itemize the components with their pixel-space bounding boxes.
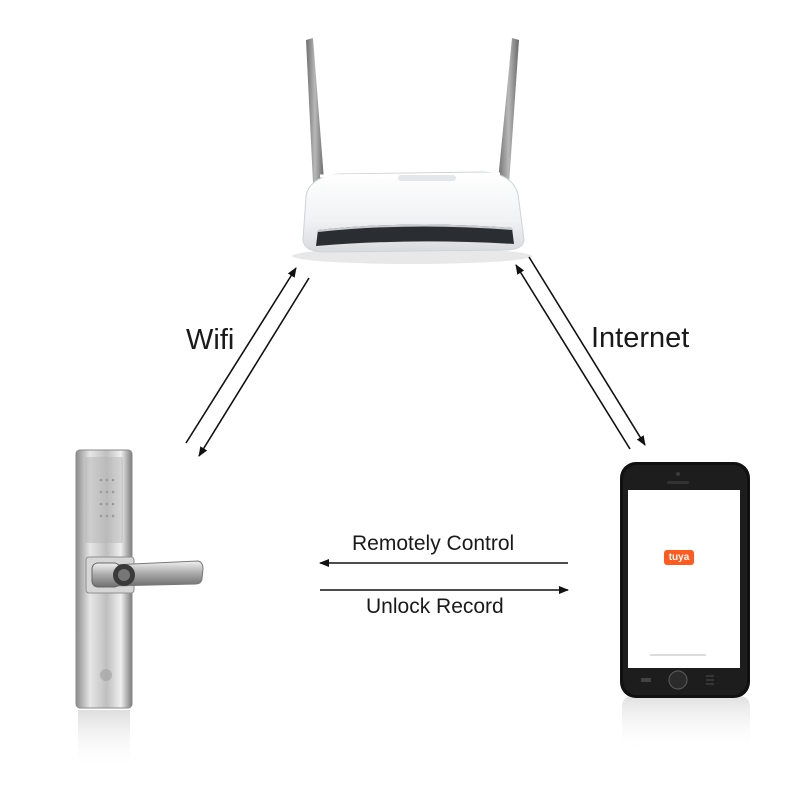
wifi-arrow-up xyxy=(185,267,297,444)
wifi-label: Wifi xyxy=(186,324,235,356)
wifi-arrow-down xyxy=(198,277,310,457)
control-arrows xyxy=(319,559,569,594)
internet-arrow-up xyxy=(515,264,631,450)
router-icon xyxy=(292,38,532,264)
unlock-record-label: Unlock Record xyxy=(366,595,504,618)
internet-arrow-down xyxy=(528,256,646,446)
phone-screen xyxy=(628,490,740,668)
smartphone-icon xyxy=(620,462,750,752)
wifi-arrows xyxy=(185,267,310,457)
internet-label: Internet xyxy=(591,322,690,354)
remote-control-label: Remotely Control xyxy=(352,532,515,555)
internet-arrows xyxy=(515,256,646,450)
tuya-logo xyxy=(664,550,694,565)
smart-lock-icon xyxy=(75,449,204,770)
tuya-brand-text: tuya xyxy=(668,552,690,563)
